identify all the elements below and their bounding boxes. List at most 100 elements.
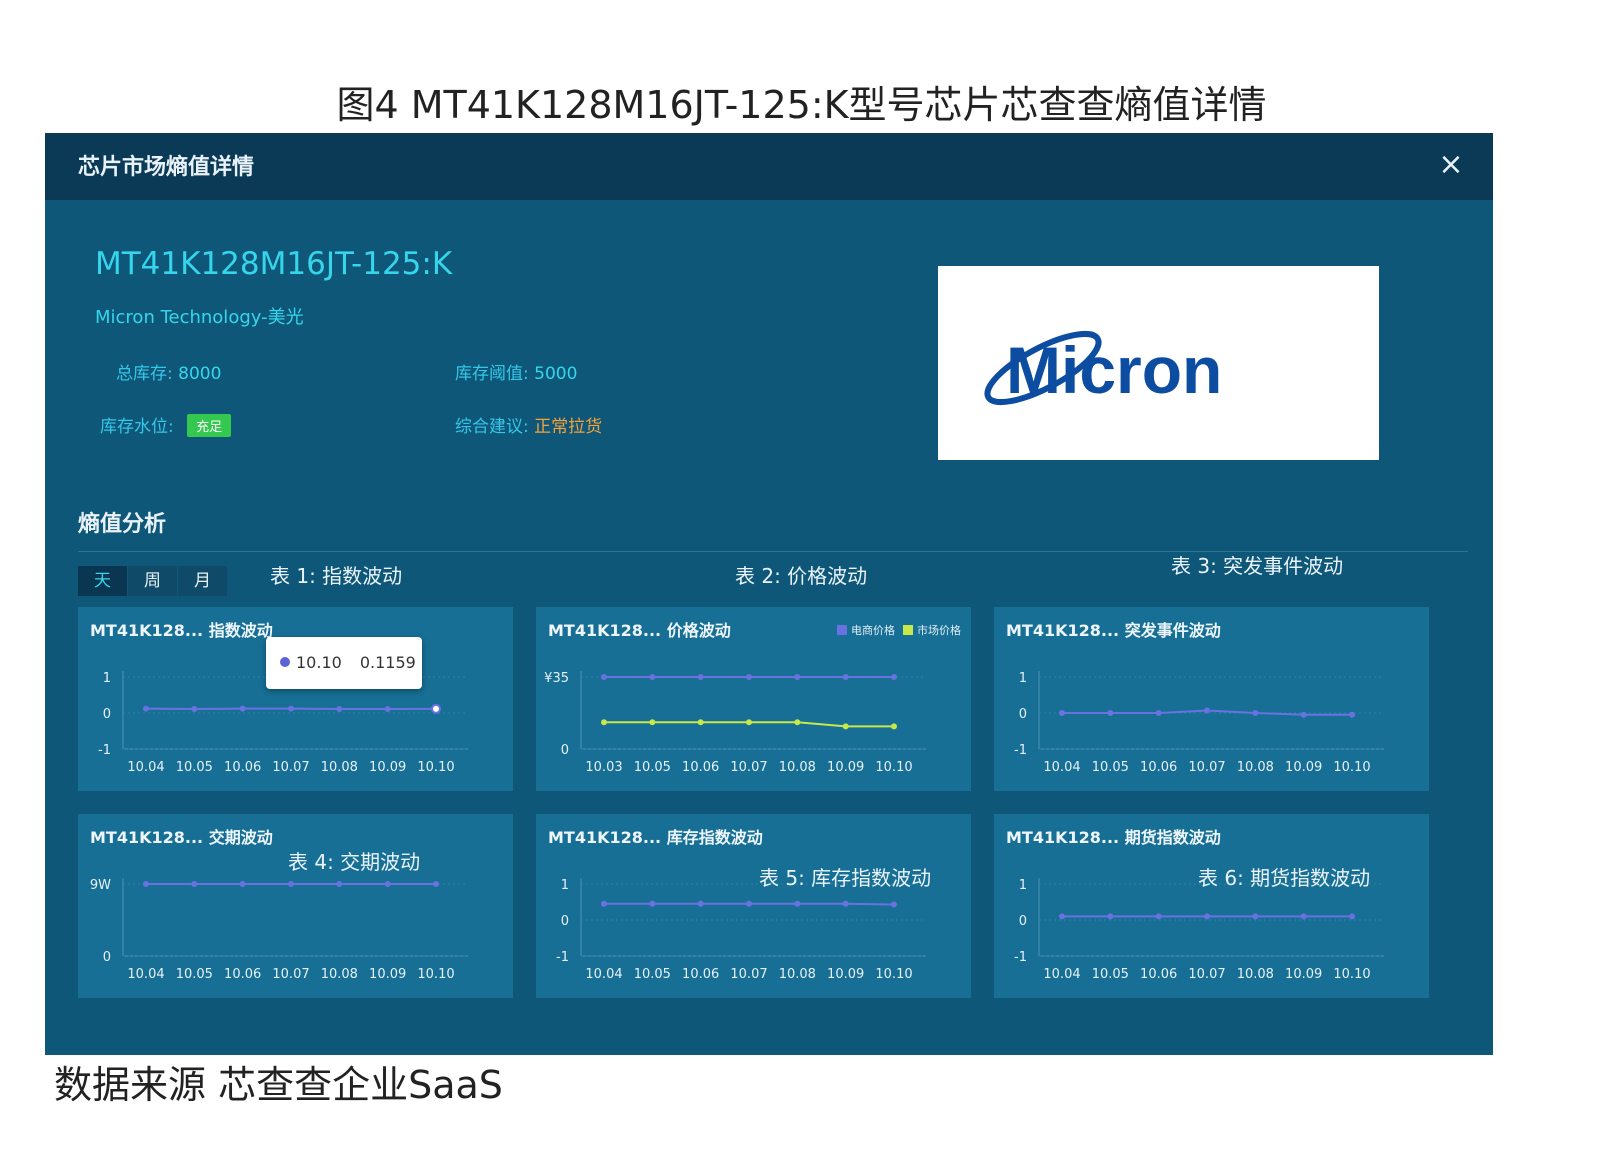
data-point (649, 719, 656, 726)
stock-level-badge: 充足 (187, 414, 232, 437)
modal-title: 芯片市场熵值详情 (78, 155, 255, 180)
data-point (649, 674, 656, 680)
data-point (143, 705, 149, 712)
data-point (697, 674, 704, 680)
caption-2: 表 2: 价格波动 (735, 564, 868, 588)
x-tick-label: 10.06 (1140, 967, 1177, 982)
data-point (336, 881, 343, 887)
data-point (697, 900, 704, 907)
data-point (1300, 711, 1307, 718)
stock-threshold-label: 库存阈值: (455, 364, 529, 384)
caption-1: 表 1: 指数波动 (270, 564, 403, 588)
tab-week[interactable]: 周 (128, 566, 178, 596)
x-tick-label: 10.10 (417, 760, 454, 775)
period-tabs: 天 周 月 (78, 566, 228, 596)
y-tick-label: 1 (103, 671, 111, 686)
stock-threshold: 库存阈值: 5000 (455, 359, 577, 384)
data-point (794, 900, 801, 907)
x-tick-label: 10.06 (224, 760, 261, 775)
data-point (1300, 913, 1307, 920)
caption-5: 表 5: 库存指数波动 (759, 866, 932, 890)
data-point (891, 901, 897, 908)
x-tick-label: 10.08 (1237, 760, 1274, 775)
data-point (239, 705, 246, 712)
modal-header: 芯片市场熵值详情 × (45, 133, 1493, 200)
chart-title: MT41K128... 库存指数波动 (548, 828, 763, 847)
x-tick-label: 10.04 (127, 760, 164, 775)
data-point (384, 881, 391, 887)
data-point (1059, 913, 1065, 920)
caption-3: 表 3: 突发事件波动 (1171, 554, 1344, 578)
y-tick-label: -1 (1014, 743, 1027, 758)
data-point (601, 900, 607, 907)
data-point (1204, 707, 1210, 714)
data-point (1349, 913, 1355, 920)
data-point (288, 881, 294, 887)
data-point (842, 674, 849, 680)
data-point (1107, 710, 1114, 716)
x-tick-label: 10.05 (1092, 760, 1129, 775)
x-tick-label: 10.08 (779, 760, 816, 775)
legend-label: 电商价格 (851, 624, 895, 637)
x-tick-label: 10.04 (585, 967, 622, 982)
close-icon[interactable]: × (1438, 147, 1464, 182)
advice-label: 综合建议: (455, 417, 529, 437)
data-point (601, 674, 607, 680)
chart-title: MT41K128... 指数波动 (90, 621, 273, 640)
y-tick-label: 0 (103, 950, 111, 965)
x-tick-label: 10.09 (1285, 967, 1322, 982)
x-tick-label: 10.06 (224, 967, 261, 982)
total-stock: 总库存: 8000 (116, 359, 221, 384)
manufacturer: Micron Technology-美光 (95, 307, 304, 328)
x-tick-label: 10.07 (1188, 967, 1225, 982)
data-point (746, 719, 752, 726)
y-tick-label: 0 (1019, 914, 1027, 929)
x-tick-label: 10.04 (1043, 760, 1080, 775)
x-tick-label: 10.06 (682, 967, 719, 982)
data-source: 数据来源 芯查查企业SaaS (54, 1063, 503, 1107)
x-tick-label: 10.05 (176, 967, 213, 982)
x-tick-label: 10.10 (875, 967, 912, 982)
y-tick-label: 0 (1019, 707, 1027, 722)
tooltip-value: 0.1159 (359, 653, 416, 672)
legend-item-ecommerce[interactable]: 电商价格 (837, 622, 895, 638)
data-point (1349, 711, 1355, 718)
data-point (891, 674, 897, 680)
y-tick-label: ¥35 (544, 671, 569, 686)
x-tick-label: 10.07 (1188, 760, 1225, 775)
y-tick-label: -1 (98, 743, 111, 758)
data-point (601, 719, 607, 726)
x-tick-label: 10.07 (272, 760, 309, 775)
tab-day[interactable]: 天 (78, 566, 128, 596)
y-tick-label: 1 (561, 878, 569, 893)
total-stock-value: 8000 (178, 364, 222, 384)
data-point (1252, 710, 1259, 716)
legend-item-market[interactable]: 市场价格 (903, 622, 961, 638)
data-point (288, 705, 294, 712)
entropy-detail-modal: 芯片市场熵值详情 × MT41K128M16JT-125:K Micron Te… (45, 133, 1493, 1055)
tab-month[interactable]: 月 (178, 566, 228, 596)
x-tick-label: 10.05 (634, 760, 671, 775)
stock-threshold-value: 5000 (534, 364, 578, 384)
data-point (746, 900, 752, 907)
x-tick-label: 10.08 (321, 967, 358, 982)
y-tick-label: 1 (1019, 878, 1027, 893)
total-stock-label: 总库存: (116, 364, 173, 384)
data-point (1204, 913, 1210, 920)
chart-legend: 电商价格 市场价格 (837, 622, 961, 638)
data-point (746, 674, 752, 680)
data-point (1155, 710, 1162, 716)
stock-level-label: 库存水位: (100, 417, 174, 437)
x-tick-label: 10.08 (1237, 967, 1274, 982)
part-number: MT41K128M16JT-125:K (95, 246, 453, 282)
logo-wordmark: Micron (1006, 333, 1222, 407)
data-point (143, 881, 149, 887)
section-title: 熵值分析 (78, 512, 167, 537)
